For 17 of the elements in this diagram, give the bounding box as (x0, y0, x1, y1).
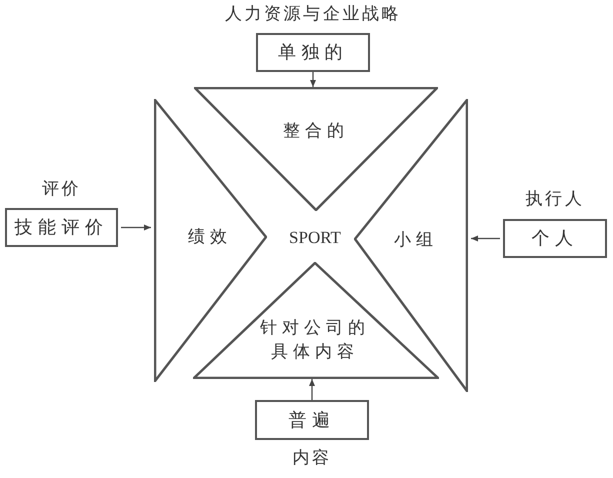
process-box: 单独的 (256, 33, 370, 72)
arrow (471, 236, 500, 242)
box-heading: 评价 (42, 178, 82, 202)
box-heading: 执行人 (526, 188, 584, 212)
box-heading: 人力资源与企业战略 (225, 3, 401, 26)
arrow (309, 379, 315, 400)
arrow (310, 72, 316, 87)
triangle-label: 绩效 (188, 226, 232, 249)
box-heading: 内容 (292, 447, 332, 470)
process-box: 普遍 (255, 400, 369, 440)
process-box: 个人 (503, 219, 607, 258)
triangle-label: 小组 (394, 229, 438, 252)
triangle-label: 整合的 (282, 120, 350, 143)
triangle-label: 针对公司的具体内容 (258, 317, 372, 364)
center-label: SPORT (289, 227, 341, 250)
process-box: 技能评价 (5, 208, 118, 247)
arrow (121, 224, 151, 230)
